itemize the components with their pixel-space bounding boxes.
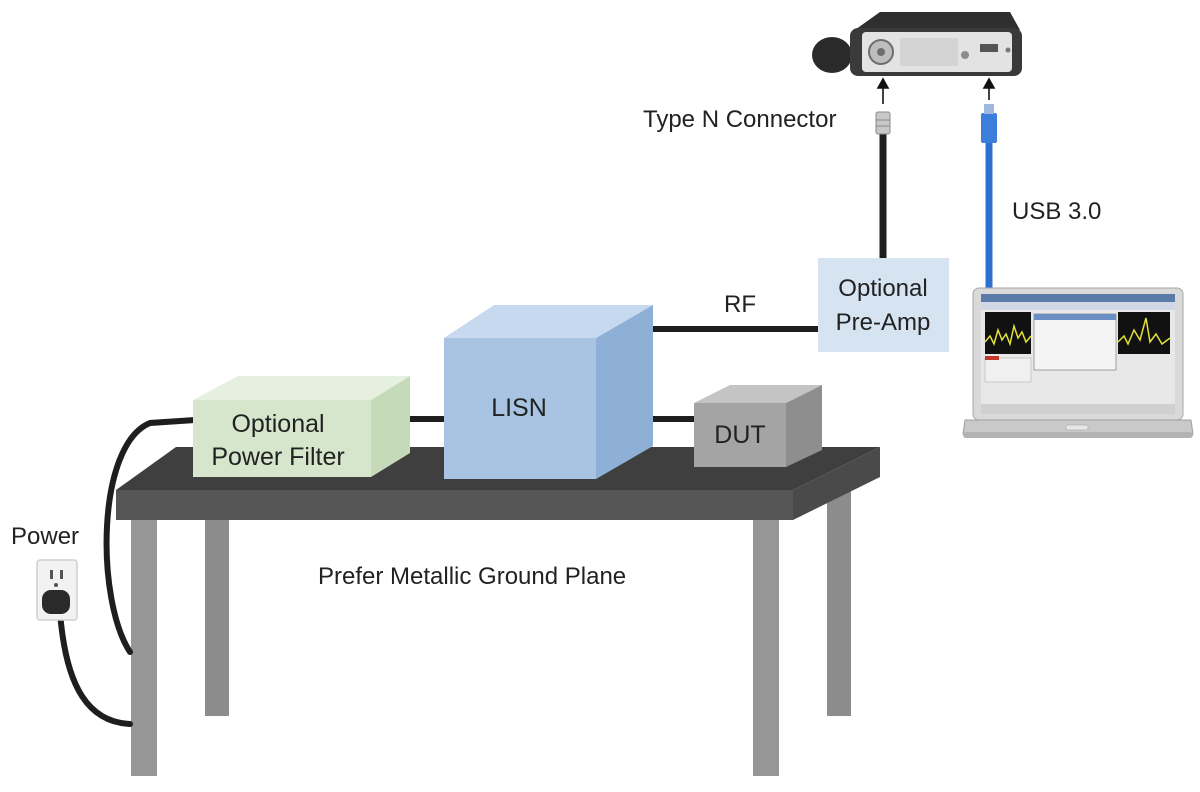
laptop-screen-toolbar	[981, 302, 1175, 310]
filter-front	[193, 400, 371, 477]
laptop-screen-statusbar	[981, 404, 1175, 414]
laptop-trackpad	[1065, 424, 1089, 431]
ground-plane-label: Prefer Metallic Ground Plane	[318, 563, 626, 590]
analyzer-small-port	[961, 51, 969, 59]
dut-label: DUT	[714, 421, 765, 449]
power-cable	[57, 609, 133, 727]
power-filter-box	[193, 376, 410, 477]
filter-side	[371, 376, 410, 477]
power-cable-to-filter	[103, 417, 198, 655]
power-plug-icon	[42, 590, 70, 614]
table-side-edge	[793, 447, 880, 520]
lisn-label: LISN	[491, 394, 547, 422]
laptop-screen-spectrum-right	[1118, 312, 1170, 354]
preamp-box	[818, 258, 949, 352]
laptop-screen-red-tab	[985, 356, 999, 360]
spectrum-analyzer-device-icon	[812, 12, 1022, 76]
plug-body	[42, 590, 70, 614]
table-leg-back-left	[205, 520, 229, 716]
filter-top	[193, 376, 410, 400]
table-leg-back-right	[827, 490, 851, 716]
usb-connector-icon	[981, 113, 997, 143]
analyzer-bumper	[812, 37, 852, 73]
table-front-edge	[116, 490, 793, 520]
dut-front	[694, 403, 786, 467]
outlet-ground	[54, 583, 58, 587]
lisn-top	[444, 305, 653, 338]
laptop-screen-dialog-title	[1034, 314, 1116, 320]
laptop-screen-trace-left	[984, 323, 1032, 347]
dut-top	[694, 385, 822, 403]
usb-connector-tip	[984, 104, 994, 114]
preamp-label-line2: Pre-Amp	[836, 309, 931, 336]
laptop-screen-spectrum-left	[985, 312, 1031, 354]
filter-label-line2: Power Filter	[211, 443, 344, 471]
rf-label: RF	[724, 291, 756, 318]
dut-side	[786, 385, 822, 467]
outlet-slot-right	[60, 570, 63, 579]
usb-label: USB 3.0	[1012, 198, 1101, 225]
analyzer-rf-port-center	[877, 48, 885, 56]
table	[116, 447, 880, 776]
analyzer-label-area	[900, 38, 958, 66]
lisn-box	[444, 305, 653, 479]
arrow-rf-up-head	[876, 77, 890, 89]
type-n-connector-label: Type N Connector	[643, 106, 836, 133]
analyzer-led	[1005, 47, 1011, 53]
laptop-icon	[962, 287, 1194, 438]
outlet-slot-left	[50, 570, 53, 579]
laptop-screen-dialog	[1033, 313, 1117, 371]
arrows	[876, 77, 996, 104]
arrow-usb-up-head	[982, 77, 996, 89]
lisn-side	[596, 305, 653, 479]
laptop-screen-titlebar	[981, 294, 1175, 302]
lisn-front	[444, 338, 596, 479]
laptop-screen-trace-right	[1117, 317, 1171, 346]
analyzer-top	[852, 12, 1020, 32]
power-label: Power	[11, 523, 79, 550]
table-leg-front-right	[753, 520, 779, 776]
dut-box	[694, 385, 822, 467]
filter-label-line1: Optional	[231, 410, 324, 438]
cables	[57, 128, 887, 727]
table-leg-front-left	[131, 520, 157, 776]
preamp-label-line1: Optional	[838, 275, 927, 302]
analyzer-usb-port-icon	[980, 44, 998, 52]
laptop-screen-panel	[984, 357, 1032, 383]
laptop-front-edge	[963, 432, 1193, 438]
type-n-connector-icon	[875, 111, 891, 135]
